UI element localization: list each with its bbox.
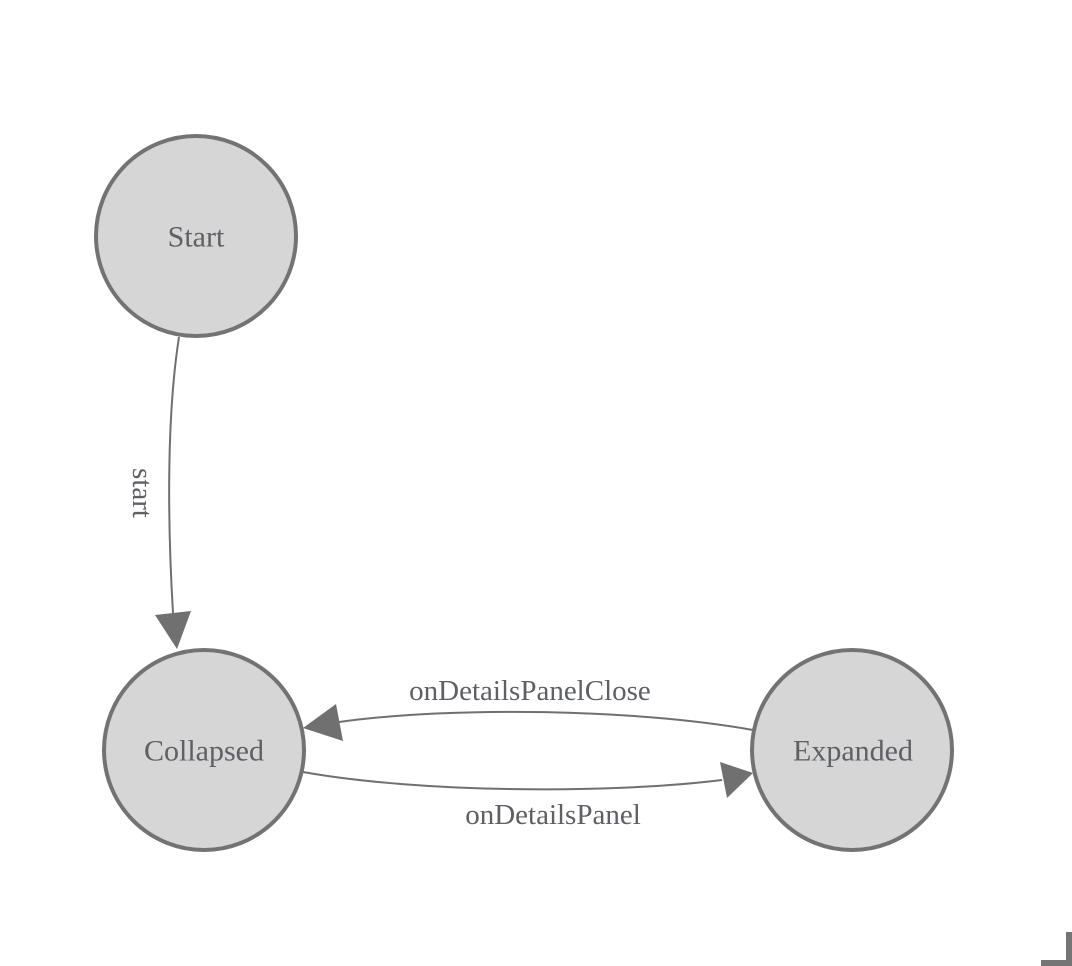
node-expanded-circle[interactable] xyxy=(750,648,954,852)
node-collapsed-label: Collapsed xyxy=(144,735,264,768)
arrowhead-icon xyxy=(720,762,753,798)
resize-corner-handle[interactable] xyxy=(1041,932,1072,966)
node-start[interactable]: Start xyxy=(94,134,298,338)
arrowhead-icon xyxy=(303,704,343,741)
arrowhead-icon xyxy=(155,611,191,649)
node-start-circle[interactable] xyxy=(94,134,298,338)
node-start-label: Start xyxy=(168,221,225,254)
edge-collapsed-to-expanded: onDetailsPanel xyxy=(302,762,753,831)
edge-line xyxy=(338,710,754,731)
node-expanded[interactable]: Expanded xyxy=(750,648,954,852)
edge-line xyxy=(302,771,723,791)
node-collapsed-circle[interactable] xyxy=(102,648,306,852)
edge-label-ondetailspanel: onDetailsPanel xyxy=(465,799,641,831)
node-collapsed[interactable]: Collapsed xyxy=(102,648,306,852)
edge-expanded-to-collapsed: onDetailsPanelClose xyxy=(303,675,754,741)
node-expanded-label: Expanded xyxy=(793,735,913,768)
edge-line xyxy=(168,336,180,614)
edge-label-ondetailspanelclose: onDetailsPanelClose xyxy=(409,675,651,707)
edge-label-start: start xyxy=(126,468,158,518)
edge-start-to-collapsed: start xyxy=(126,336,191,649)
